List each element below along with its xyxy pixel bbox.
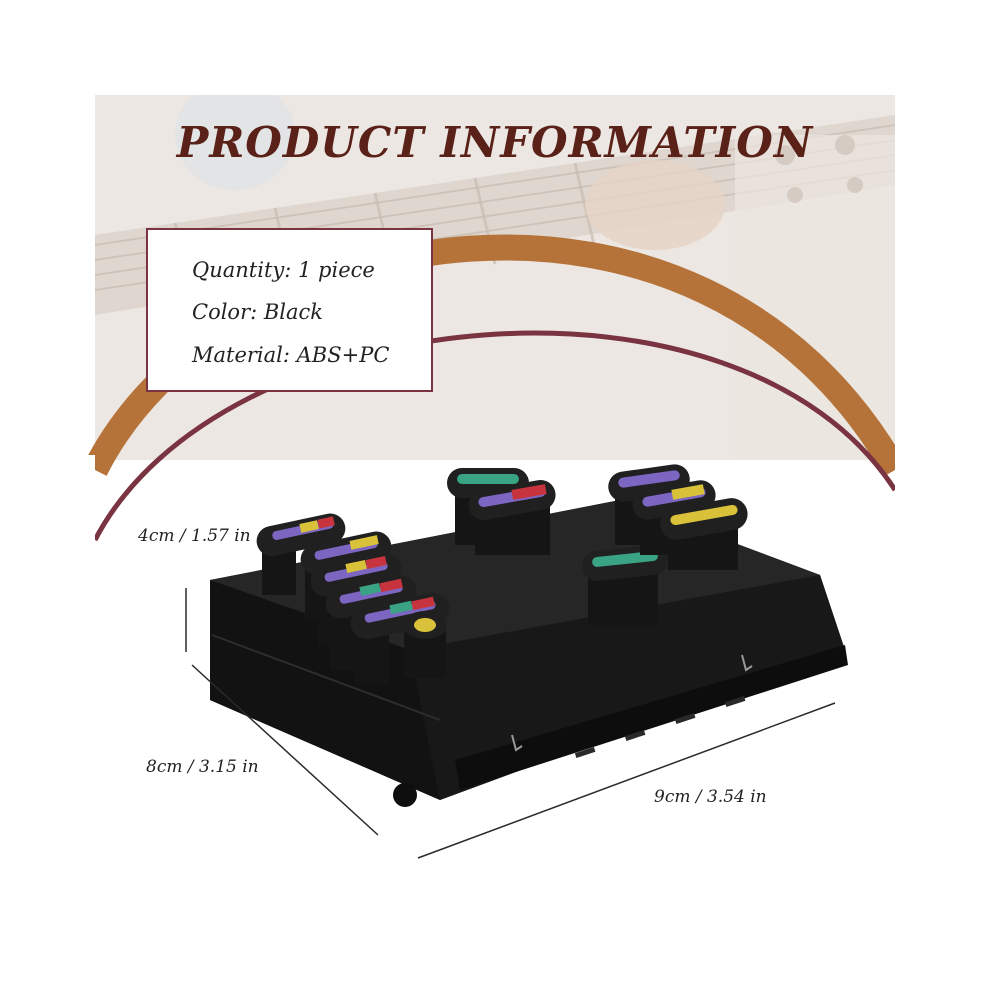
button-group-right <box>608 464 748 570</box>
spec-box: Quantity: 1 piece Color: Black Material:… <box>146 228 433 392</box>
depth-dimension-label: 8cm / 3.15 in <box>146 757 259 777</box>
spec-quantity: Quantity: 1 piece <box>192 258 375 282</box>
width-dimension-label: 9cm / 3.54 in <box>654 787 767 807</box>
height-dimension-label: 4cm / 1.57 in <box>138 526 251 546</box>
button-group-left <box>256 513 450 685</box>
page-title: PRODUCT INFORMATION <box>176 118 814 167</box>
spec-material: Material: ABS+PC <box>192 343 390 367</box>
guitar-background-photo <box>95 95 895 460</box>
dimension-lines <box>185 588 836 859</box>
spec-color: Color: Black <box>192 300 324 324</box>
button-group-middle <box>447 468 668 625</box>
